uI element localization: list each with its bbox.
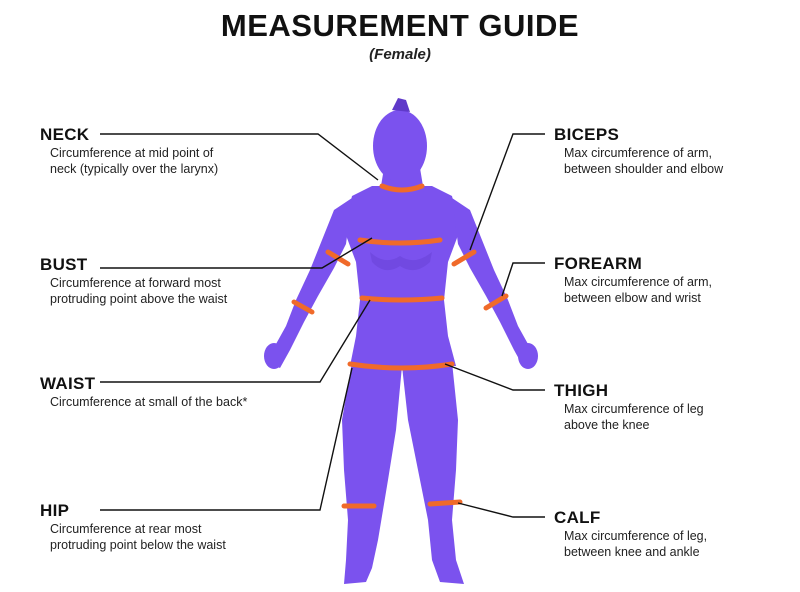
biceps-label-desc-2: between shoulder and elbow bbox=[564, 162, 724, 176]
leader-lines bbox=[100, 133, 545, 518]
neck-leader bbox=[100, 133, 379, 181]
right-leg bbox=[402, 362, 464, 584]
waist-band bbox=[359, 295, 445, 303]
waist-leader bbox=[100, 299, 371, 383]
thigh-label-desc-2: above the knee bbox=[564, 418, 650, 432]
right-forearm-band bbox=[483, 293, 509, 311]
body-silhouette bbox=[264, 98, 538, 584]
left-arm bbox=[268, 198, 352, 368]
forearm-leader bbox=[501, 262, 545, 297]
calf-label-desc-2: between knee and ankle bbox=[564, 545, 700, 559]
biceps-label-desc-1: Max circumference of arm, bbox=[564, 146, 712, 160]
neck-label-desc-2: neck (typically over the larynx) bbox=[50, 162, 219, 176]
biceps-label-name: BICEPS bbox=[554, 125, 620, 144]
right-calf-band bbox=[427, 499, 463, 507]
calf-label-name: CALF bbox=[554, 508, 601, 527]
hair-tuft bbox=[392, 98, 410, 112]
forearm-label-desc-2: between elbow and wrist bbox=[564, 291, 701, 305]
right-biceps-band bbox=[451, 249, 477, 267]
hip-band bbox=[347, 361, 455, 371]
right-arm bbox=[452, 198, 536, 368]
bust-label-desc-2: protruding point above the waist bbox=[50, 292, 228, 306]
calf-label-desc-1: Max circumference of leg, bbox=[564, 529, 708, 543]
head bbox=[373, 110, 427, 182]
right-hand bbox=[518, 343, 538, 369]
biceps-label: BICEPS Max circumference of arm, between… bbox=[554, 125, 723, 177]
left-forearm-band bbox=[291, 299, 315, 315]
left-hand bbox=[264, 343, 284, 369]
hip-leader bbox=[100, 367, 353, 511]
neck-band bbox=[379, 183, 425, 193]
neck-label-desc-1: Circumference at mid point of bbox=[50, 146, 214, 160]
thigh-label: THIGH Max circumference of leg above the… bbox=[554, 381, 704, 433]
bust-leader bbox=[100, 237, 373, 269]
torso bbox=[344, 186, 460, 366]
forearm-label-desc-1: Max circumference of arm, bbox=[564, 275, 712, 289]
bust-label-name: BUST bbox=[40, 255, 88, 274]
left-leg bbox=[342, 362, 402, 584]
calf-leader bbox=[457, 502, 545, 518]
biceps-leader bbox=[469, 133, 545, 251]
thigh-label-desc-1: Max circumference of leg bbox=[564, 402, 704, 416]
chest-shade bbox=[370, 252, 432, 271]
page-title: MEASUREMENT GUIDE bbox=[220, 8, 580, 43]
waist-label-desc-1: Circumference at small of the back* bbox=[50, 395, 248, 409]
page-subtitle: (Female) bbox=[369, 46, 431, 63]
waist-label-name: WAIST bbox=[40, 374, 96, 393]
hip-label-desc-2: protruding point below the waist bbox=[50, 538, 226, 552]
thigh-label-name: THIGH bbox=[554, 381, 609, 400]
thigh-leader bbox=[444, 363, 545, 391]
bust-label-desc-1: Circumference at forward most bbox=[50, 276, 221, 290]
hip-label: HIP Circumference at rear most protrudin… bbox=[40, 501, 226, 553]
hip-label-name: HIP bbox=[40, 501, 70, 520]
neck-label-name: NECK bbox=[40, 125, 90, 144]
hip-label-desc-1: Circumference at rear most bbox=[50, 522, 202, 536]
calf-label: CALF Max circumference of leg, between k… bbox=[554, 508, 707, 560]
forearm-label-name: FOREARM bbox=[554, 254, 643, 273]
waist-label: WAIST Circumference at small of the back… bbox=[40, 374, 247, 410]
neck-label: NECK Circumference at mid point of neck … bbox=[40, 125, 218, 177]
forearm-label: FOREARM Max circumference of arm, betwee… bbox=[554, 254, 712, 306]
bust-label: BUST Circumference at forward most protr… bbox=[40, 255, 227, 307]
